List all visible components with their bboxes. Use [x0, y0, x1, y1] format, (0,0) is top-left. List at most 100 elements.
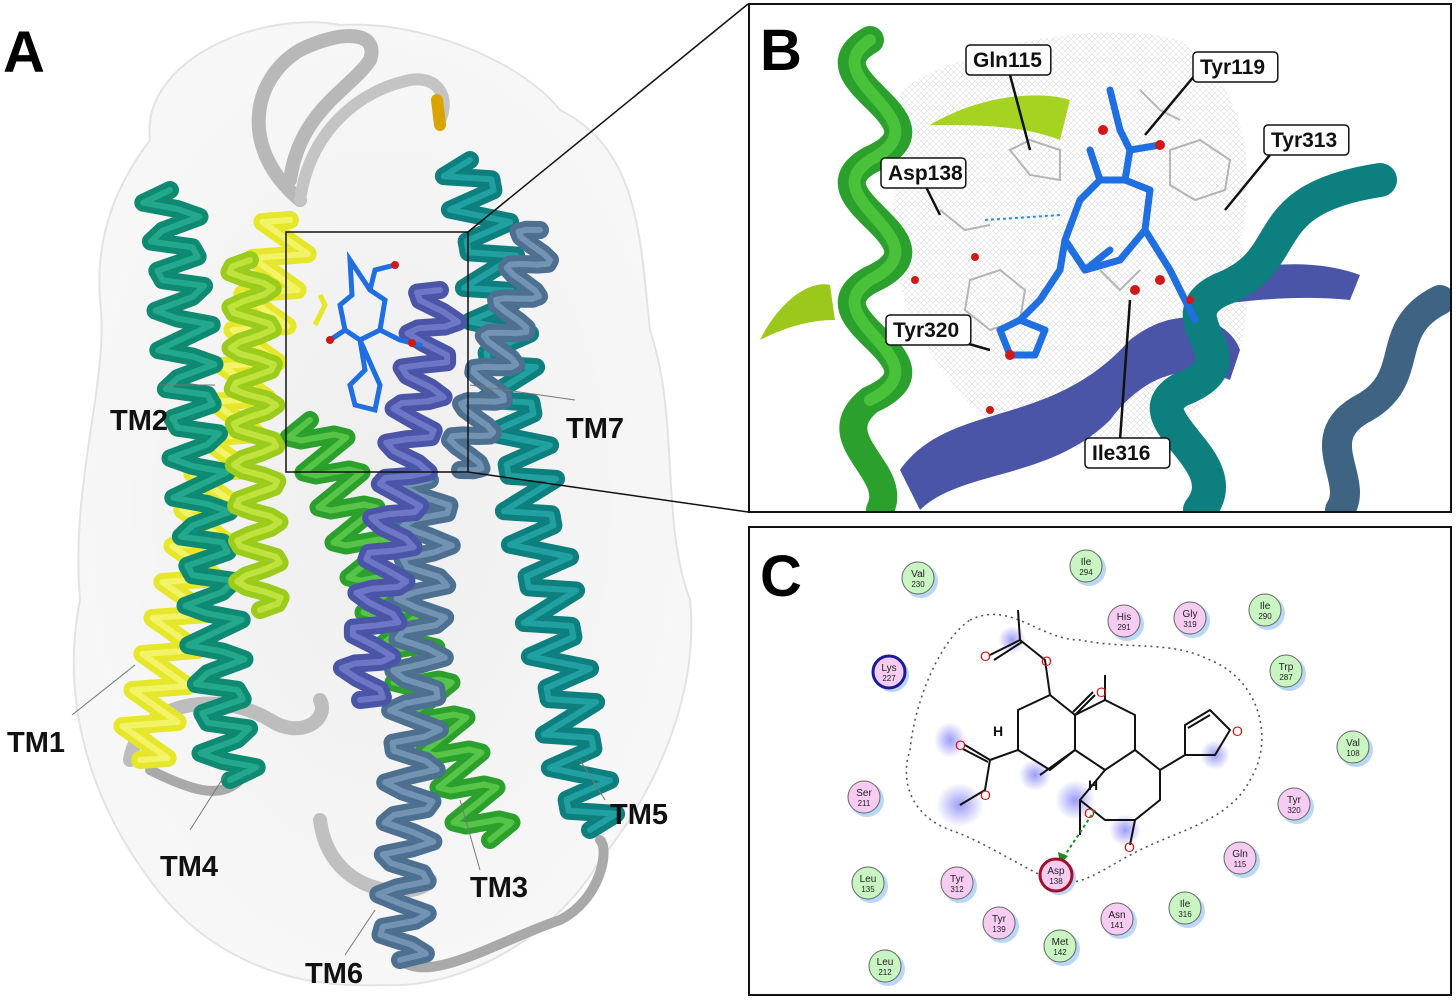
oxygen-atom-label: O: [1041, 653, 1052, 669]
helix-label-tm4: TM4: [160, 851, 218, 883]
side-chain-yellow: [312, 293, 328, 327]
residue-name: Ile: [1260, 601, 1271, 612]
oxygen-atom-label: O: [980, 787, 991, 803]
residue-name: His: [1117, 612, 1131, 623]
ligand-oxygens-b: [911, 125, 1194, 414]
residue-name: Ile: [1081, 557, 1092, 568]
residue-number: 212: [878, 968, 892, 977]
residue-name: Met: [1052, 937, 1069, 948]
panel-c-frame: [748, 526, 1452, 996]
residue-tag-text: Tyr313: [1271, 129, 1337, 152]
residue-tag-box: [1192, 51, 1279, 83]
helix-green-b: [837, 26, 913, 511]
panel-letter-a: A: [3, 20, 45, 85]
yellow-green-sheet-2: [760, 284, 835, 340]
residue-disc: [851, 866, 885, 900]
hydrogen-atom-label: H: [1088, 777, 1098, 793]
oxygen-atom-label: O: [1232, 723, 1243, 739]
ligand-oxygens-a: [326, 261, 416, 347]
residue-number: 141: [1110, 921, 1124, 930]
panel-letter-c: C: [760, 544, 802, 609]
residue-name: Asn: [1108, 910, 1125, 921]
residue-name: Gln: [1232, 849, 1248, 860]
residue-discs: Val230Ile294His291Gly319Ile290Lys227Trp2…: [847, 549, 1373, 986]
residue-tag-text: Ile316: [1092, 442, 1150, 465]
residue-name: Tyr: [992, 914, 1007, 925]
residue-name: Leu: [860, 874, 877, 885]
hydrogen-atom-label: H: [993, 723, 1003, 739]
residue-name: Trp: [1279, 662, 1294, 673]
helix-label-tm1: TM1: [7, 727, 65, 759]
residue-number: 290: [1258, 612, 1272, 621]
residue-tag-box: [1084, 437, 1171, 469]
residue-disc: [940, 866, 974, 900]
oxygen-atom-label: O: [1124, 839, 1135, 855]
residue-number: 227: [882, 674, 896, 683]
oxygen-atom-label: O: [1096, 684, 1107, 700]
residue-tag-gln115: Gln115: [965, 44, 1052, 76]
helix-label-tm3: TM3: [470, 872, 528, 904]
residue-leaders: [923, 74, 1271, 441]
residue-disc: [871, 654, 907, 690]
helix-tm7-highlight: [338, 287, 462, 703]
residue-number: 320: [1287, 806, 1301, 815]
residue-number: 135: [861, 885, 875, 894]
transmembrane-helices: [113, 151, 626, 969]
residue-disc: [1248, 593, 1282, 627]
residue-name: Asp: [1047, 866, 1065, 877]
leader-lines: [71, 384, 606, 956]
helix-label-tm2: TM2: [110, 405, 168, 437]
oxygen-atom-label: O: [1084, 805, 1095, 821]
residue-number: 138: [1049, 877, 1063, 886]
zoom-connectors: [467, 3, 749, 513]
residue-tag-text: Asp138: [888, 162, 963, 185]
residue-disc-asp-138: Asp138: [1038, 857, 1076, 895]
helix-teal-b: [1149, 163, 1450, 511]
residue-name: Val: [911, 569, 925, 580]
residue-disc: [982, 906, 1016, 940]
residue-disc: [1173, 601, 1207, 635]
residue-disc: [1269, 654, 1303, 688]
helix-tm7b-highlight: [447, 226, 553, 474]
residue-disc: [1107, 604, 1141, 638]
residue-number: 230: [911, 580, 925, 589]
oxygen-atom-label: O: [980, 648, 991, 664]
residue-name: Tyr: [1287, 795, 1302, 806]
residue-disc-ile-316: Ile316: [1168, 891, 1205, 928]
residue-disc: [901, 561, 935, 595]
residue-tag-text: Gln115: [973, 49, 1042, 72]
panel-c: C: [748, 526, 1452, 996]
residue-name: Lys: [881, 663, 896, 674]
residue-number: 142: [1053, 948, 1067, 957]
residue-tag-box: [965, 44, 1052, 76]
residue-name: Leu: [877, 957, 894, 968]
pocket-contour: [905, 613, 1263, 884]
residue-name: Ser: [856, 788, 872, 799]
residue-disc: [1038, 857, 1074, 893]
residue-disc-gln-115: Gln115: [1223, 841, 1260, 878]
residue-disc: [1168, 891, 1202, 925]
residue-name: Gly: [1183, 609, 1198, 620]
residue-tag-asp138: Asp138: [880, 157, 967, 189]
residue-tag-ile316: Ile316: [1084, 437, 1171, 469]
residue-tag-tyr119: Tyr119: [1192, 51, 1279, 83]
residue-number: 316: [1178, 910, 1192, 919]
residue-disc: [1100, 902, 1134, 936]
residue-number: 115: [1234, 860, 1247, 869]
residue-number: 108: [1346, 749, 1360, 758]
residue-name: Val: [1346, 738, 1360, 749]
